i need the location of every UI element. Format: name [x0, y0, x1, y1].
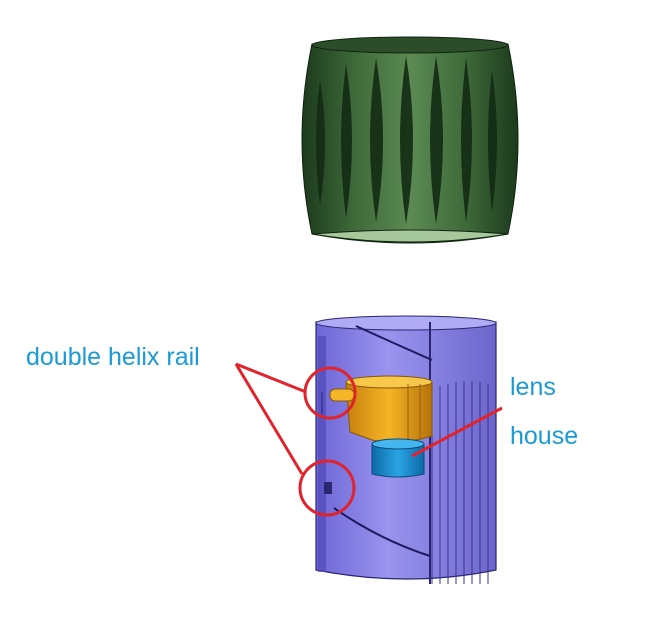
focus-ring-bottom-opening	[311, 229, 509, 243]
rail-stub-lower	[324, 482, 332, 494]
helix-slot	[318, 336, 326, 572]
annotations	[234, 362, 503, 517]
barrel-top-rim	[315, 315, 497, 331]
rail-pointer-upper	[235, 362, 307, 394]
rail-pointer-lower	[234, 363, 304, 475]
lens-label: lens	[510, 373, 556, 401]
house-label: house	[510, 422, 579, 450]
lens-house-pointer	[411, 406, 503, 458]
focus-ring	[301, 36, 519, 244]
lens-house	[371, 438, 425, 478]
focus-ring-top-rim	[311, 36, 509, 54]
lens-holder	[329, 375, 433, 443]
double-helix-rail-label: double helix rail	[26, 343, 200, 371]
rail-highlight-lower	[298, 459, 356, 517]
rail-pin	[329, 388, 355, 402]
focus-ring-grooves	[316, 56, 497, 224]
